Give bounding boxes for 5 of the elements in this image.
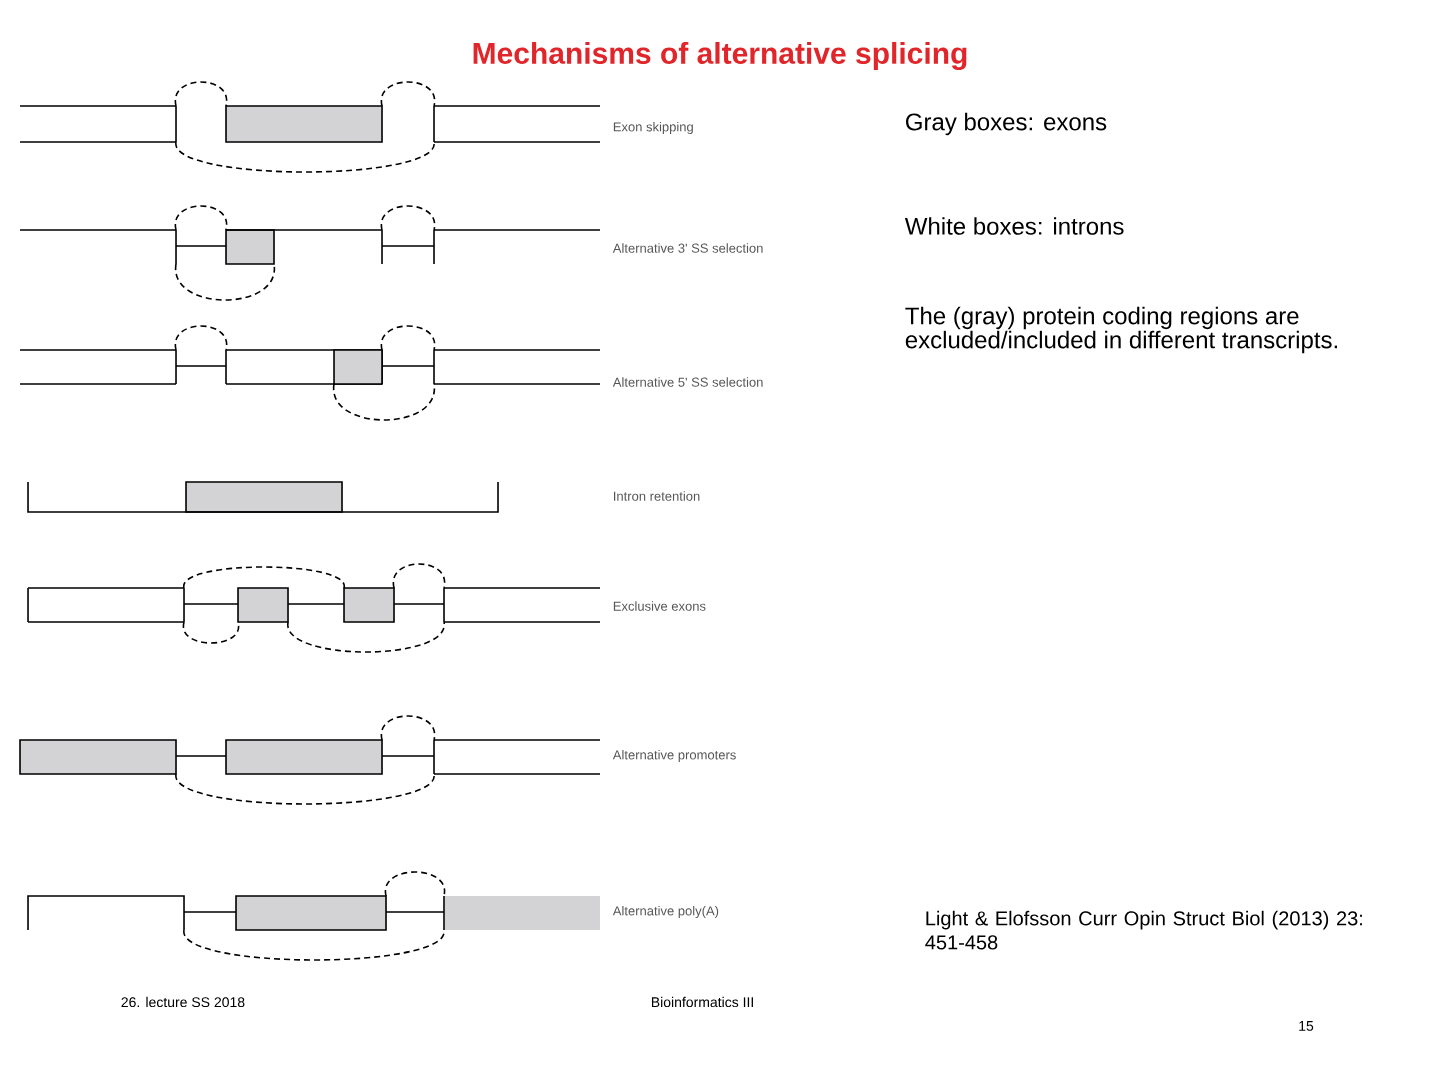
- citation-text: Light & Elofsson Curr Opin Struct Biol (2013) 23: 451-458: [925, 910, 1362, 950]
- note-text: The (gray) protein coding regions are excluded/included in different transcripts.: [905, 306, 1337, 354]
- title: Mechanisms of alternative splicing: [473, 41, 967, 71]
- note-text: Gray boxes: exons: [906, 112, 1107, 136]
- note-text: White boxes: introns: [904, 217, 1124, 235]
